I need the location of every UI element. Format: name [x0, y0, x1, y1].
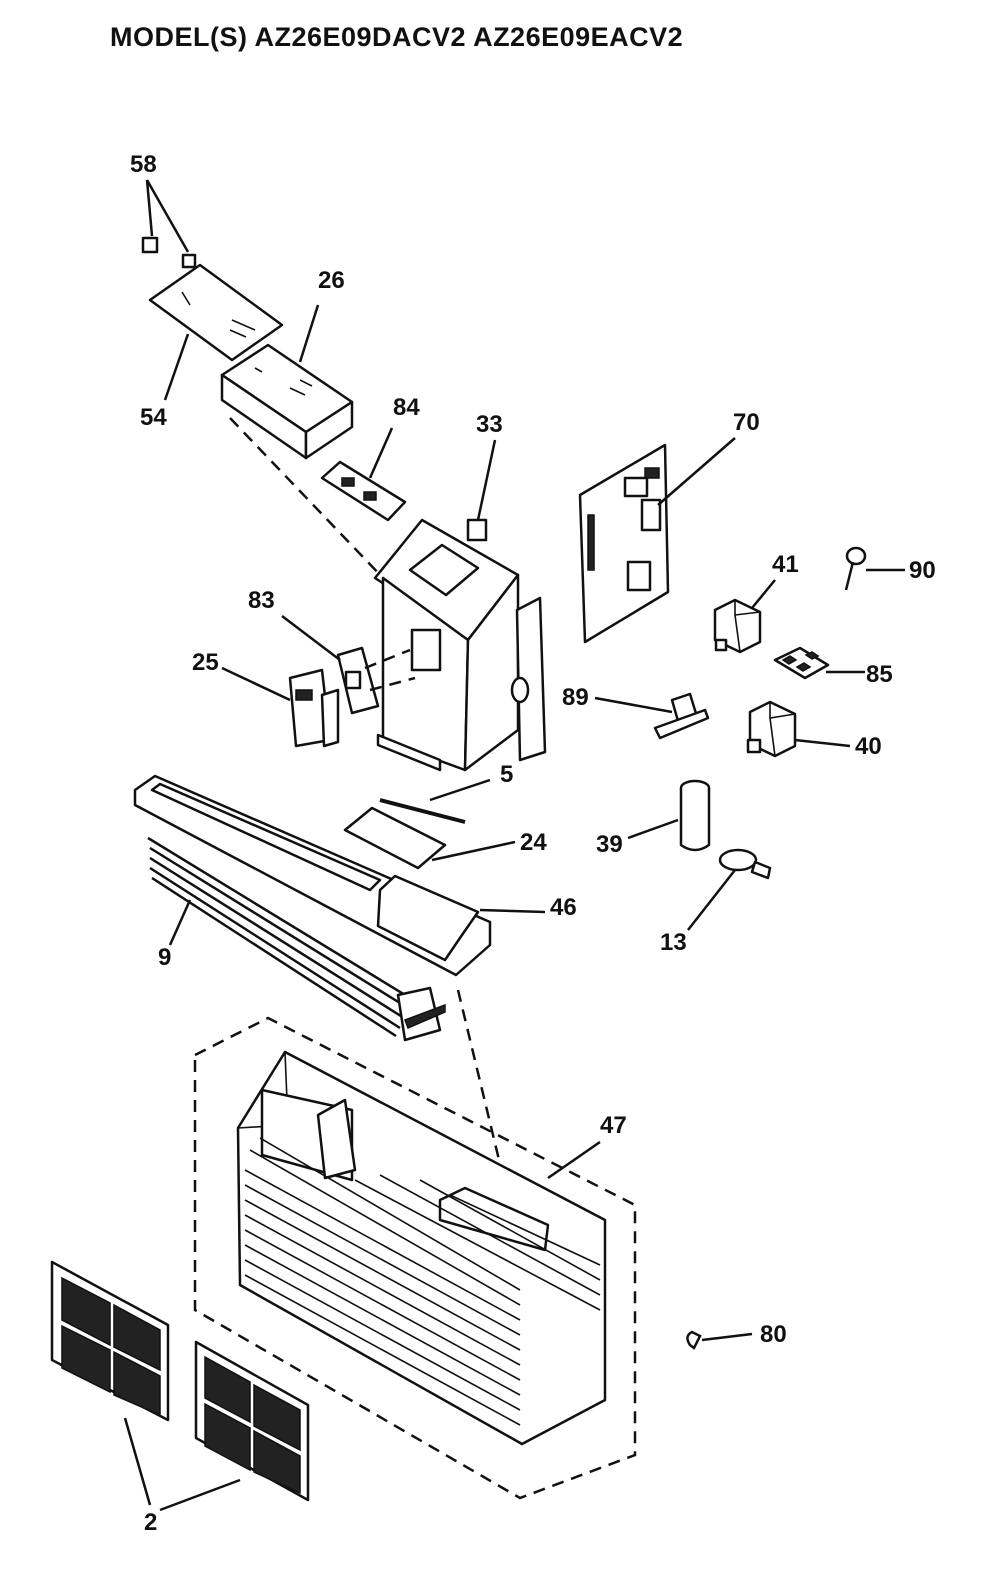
- label-40: 40: [855, 733, 882, 760]
- label-39: 39: [596, 831, 623, 858]
- label-58: 58: [130, 151, 157, 178]
- label-89: 89: [562, 684, 589, 711]
- label-26: 26: [318, 267, 345, 294]
- part-90-bracket: [844, 546, 905, 591]
- label-2: 2: [144, 1509, 157, 1536]
- label-90: 90: [909, 557, 936, 584]
- part-70-pc-board: [578, 437, 736, 644]
- part-13-clamp: [687, 848, 772, 931]
- label-41: 41: [772, 551, 799, 578]
- part-39-capacitor: [627, 779, 711, 852]
- part-2-filters: [50, 1260, 310, 1512]
- part-85-terminal-block: [773, 646, 865, 680]
- label-5: 5: [500, 761, 513, 788]
- part-89-transformer: [594, 692, 710, 740]
- part-84-connector-board: [320, 427, 407, 522]
- part-54-control-plate: [148, 263, 284, 401]
- part-5-rod: [379, 778, 491, 824]
- part-33-control-housing: [373, 439, 547, 772]
- part-26-control-box: [220, 304, 354, 460]
- label-9: 9: [158, 944, 171, 971]
- label-47: 47: [600, 1112, 627, 1139]
- part-40-relay: [746, 700, 851, 758]
- part-58-screws: [141, 179, 197, 269]
- label-83: 83: [248, 587, 275, 614]
- part-80-clip: [686, 1330, 753, 1350]
- part-46-frame: [133, 774, 546, 977]
- label-46: 46: [550, 894, 577, 921]
- part-24-door: [343, 806, 516, 870]
- part-47-cabinet: [193, 1016, 637, 1500]
- page-title: MODEL(S) AZ26E09DACV2 AZ26E09EACV2: [110, 22, 684, 52]
- part-labels: 58 26 54 84 33 70 41 90 83 25 85 89 40 5…: [130, 151, 936, 1536]
- part-41-relay: [713, 579, 776, 654]
- label-13: 13: [660, 929, 687, 956]
- label-54: 54: [140, 404, 167, 431]
- part-83-switch: [281, 615, 416, 715]
- part-9-heater: [147, 836, 446, 1042]
- label-85: 85: [866, 661, 893, 688]
- part-25-bracket: [221, 666, 340, 748]
- label-80: 80: [760, 1321, 787, 1348]
- label-70: 70: [733, 409, 760, 436]
- label-24: 24: [520, 829, 547, 856]
- label-25: 25: [192, 649, 219, 676]
- label-84: 84: [393, 394, 420, 421]
- label-33: 33: [476, 411, 503, 438]
